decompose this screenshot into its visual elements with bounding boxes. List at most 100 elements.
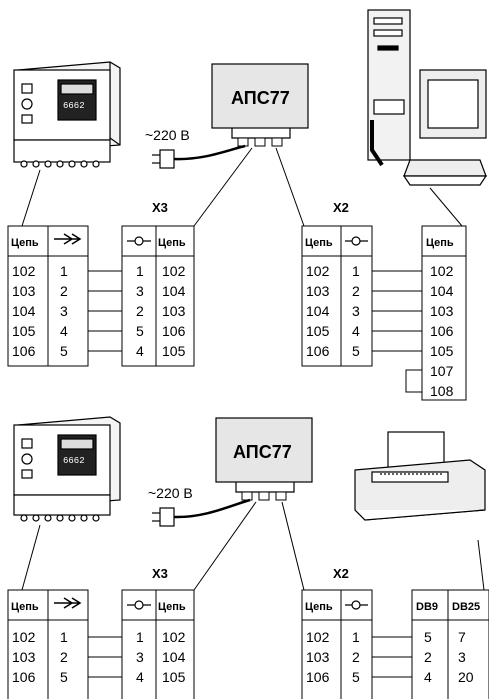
- aps77-box-icon: [211, 63, 309, 147]
- power-plug-icon: [152, 498, 251, 527]
- x2-cell-pin: 2: [352, 283, 360, 299]
- db25-cell: 7: [458, 629, 466, 645]
- aps77-box-icon: [215, 417, 313, 501]
- connection-lines: [88, 270, 422, 352]
- x2-circuit-header: Цепь: [305, 601, 333, 613]
- x3-cell-circuit: 104: [162, 649, 186, 665]
- x2-cell-circuit: 102: [306, 263, 330, 279]
- voltage-label: ~220 В: [145, 127, 190, 143]
- controller-cell-circuit: 102: [12, 629, 36, 645]
- x2-cell-circuit: 103: [306, 283, 330, 299]
- x3-cell-pin: 1: [136, 263, 144, 279]
- aps77-label: АПС77: [233, 442, 292, 462]
- x3-cell-circuit: 105: [162, 343, 186, 359]
- controller-circuit-header: Цепь: [11, 237, 39, 249]
- db9-header: DB9: [416, 601, 438, 613]
- printer-table: [411, 539, 489, 699]
- x2-table: [281, 501, 373, 699]
- computer-icon: [367, 9, 488, 186]
- x2-cell-pin: 1: [352, 629, 360, 645]
- x3-cell-circuit: 102: [162, 263, 186, 279]
- pc-cell-circuit: 108: [430, 383, 454, 399]
- x2-cell-circuit: 102: [306, 629, 330, 645]
- x2-label: X2: [333, 200, 349, 215]
- x2-cell-pin: 1: [352, 263, 360, 279]
- x3-table: [121, 147, 253, 367]
- controller-cell-circuit: 102: [12, 263, 36, 279]
- controller-cell-pin: 5: [60, 669, 68, 685]
- x3-cell-circuit: 103: [162, 303, 186, 319]
- pc-cell-circuit: 103: [430, 303, 454, 319]
- pc-cell-circuit: 102: [430, 263, 454, 279]
- x3-cell-pin: 4: [136, 669, 144, 685]
- controller-device-icon: 6662: [13, 61, 121, 168]
- controller-cell-pin: 2: [60, 649, 68, 665]
- x3-cell-circuit: 102: [162, 629, 186, 645]
- controller-cell-pin: 4: [60, 323, 68, 339]
- printer-icon: [354, 431, 486, 521]
- arrow-connector-icon: [54, 233, 82, 245]
- pc-cell-circuit: 107: [430, 363, 454, 379]
- x2-cell-circuit: 104: [306, 303, 330, 319]
- voltage-label: ~220 В: [148, 485, 193, 501]
- connection-lines: [88, 636, 412, 678]
- terminal-symbol-icon: [127, 236, 151, 246]
- x3-cell-pin: 4: [136, 343, 144, 359]
- db9-cell: 2: [424, 649, 432, 665]
- x3-cell-circuit: 106: [162, 323, 186, 339]
- controller-circuit-header: Цепь: [11, 601, 39, 613]
- controller-cell-circuit: 106: [12, 669, 36, 685]
- x3-circuit-header: Цепь: [158, 237, 186, 249]
- controller-cell-pin: 2: [60, 283, 68, 299]
- x2-cell-pin: 4: [352, 323, 360, 339]
- terminal-symbol-icon: [127, 600, 151, 610]
- controller-cell-pin: 1: [60, 263, 68, 279]
- aps77-label: АПС77: [231, 88, 290, 108]
- x2-label: X2: [333, 566, 349, 581]
- db9-cell: 4: [424, 669, 432, 685]
- pc-cell-circuit: 106: [430, 323, 454, 339]
- controller-device-icon: 6662: [13, 416, 121, 522]
- x3-cell-pin: 1: [136, 629, 144, 645]
- controller-cell-pin: 5: [60, 343, 68, 359]
- pc-cell-circuit: 105: [430, 343, 454, 359]
- arrow-connector-icon: [54, 597, 82, 609]
- x2-cell-pin: 5: [352, 669, 360, 685]
- svg-text:6662: 6662: [63, 456, 85, 466]
- x2-circuit-header: Цепь: [305, 237, 333, 249]
- x2-cell-pin: 3: [352, 303, 360, 319]
- x3-cell-pin: 5: [136, 323, 144, 339]
- x3-label: X3: [152, 566, 168, 581]
- controller-cell-circuit: 103: [12, 283, 36, 299]
- power-plug-icon: [152, 144, 246, 169]
- db9-cell: 5: [424, 629, 432, 645]
- x3-cell-circuit: 105: [162, 669, 186, 685]
- db25-header: DB25: [452, 601, 480, 613]
- x3-cell-circuit: 104: [162, 283, 186, 299]
- controller-cell-circuit: 103: [12, 649, 36, 665]
- x2-cell-circuit: 106: [306, 669, 330, 685]
- x2-cell-pin: 5: [352, 343, 360, 359]
- db25-cell: 3: [458, 649, 466, 665]
- controller-cell-circuit: 106: [12, 343, 36, 359]
- pc-circuit-header: Цепь: [426, 237, 454, 249]
- controller-cell-pin: 1: [60, 629, 68, 645]
- terminal-symbol-icon: [345, 236, 368, 246]
- controller-cell-pin: 3: [60, 303, 68, 319]
- x3-table: [121, 501, 257, 699]
- x3-cell-pin: 3: [136, 283, 144, 299]
- pc-table: [405, 187, 467, 401]
- x2-cell-circuit: 106: [306, 343, 330, 359]
- x2-cell-circuit: 105: [306, 323, 330, 339]
- terminal-symbol-icon: [345, 600, 368, 610]
- controller-cell-circuit: 104: [12, 303, 36, 319]
- db25-cell: 20: [458, 669, 474, 685]
- pc-cell-circuit: 104: [430, 283, 454, 299]
- x3-label: X3: [152, 200, 168, 215]
- svg-text:6662: 6662: [63, 101, 85, 111]
- controller-cell-circuit: 105: [12, 323, 36, 339]
- x3-cell-pin: 2: [136, 303, 144, 319]
- controller-table: [7, 524, 89, 699]
- x3-circuit-header: Цепь: [158, 601, 186, 613]
